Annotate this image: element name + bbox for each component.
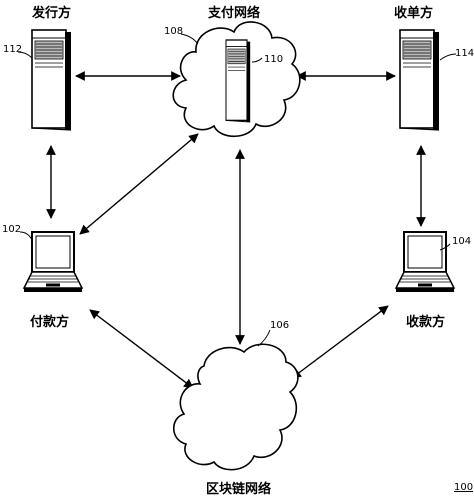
connector-arrows (46, 71, 426, 389)
payee-computer-ref: 104 (452, 236, 471, 247)
payer-laptop-icon (23, 231, 83, 293)
blockchain-network-label: 区块链网络 (206, 481, 271, 497)
payment-network-ref: 108 (164, 26, 183, 37)
acquirer-server-icon (399, 29, 440, 131)
payment-network-cloud (172, 21, 301, 138)
arrow-payment-network-payer (79, 133, 199, 235)
payee-laptop-icon (395, 231, 455, 293)
cloud-icon (172, 343, 299, 471)
payment-server-icon (225, 39, 251, 123)
issuer-server-ref: 112 (3, 44, 22, 55)
issuer-server-icon (31, 29, 72, 131)
arrow-payee-blockchain (291, 305, 389, 379)
payer-label: 付款方 (30, 314, 69, 330)
acquirer-label: 收单方 (394, 5, 433, 21)
issuer-label: 发行方 (31, 5, 71, 21)
payee-label: 收款方 (406, 314, 445, 330)
blockchain-network-cloud (172, 343, 299, 471)
acquirer-server-ref: 114 (455, 48, 474, 59)
payment-server-ref: 110 (264, 54, 283, 65)
payer-computer-ref: 102 (2, 224, 21, 235)
arrow-payer-blockchain (89, 309, 194, 389)
figure-ref: 100 (454, 482, 473, 493)
payment-network-label: 支付网络 (207, 5, 260, 21)
blockchain-ref: 106 (270, 320, 289, 331)
